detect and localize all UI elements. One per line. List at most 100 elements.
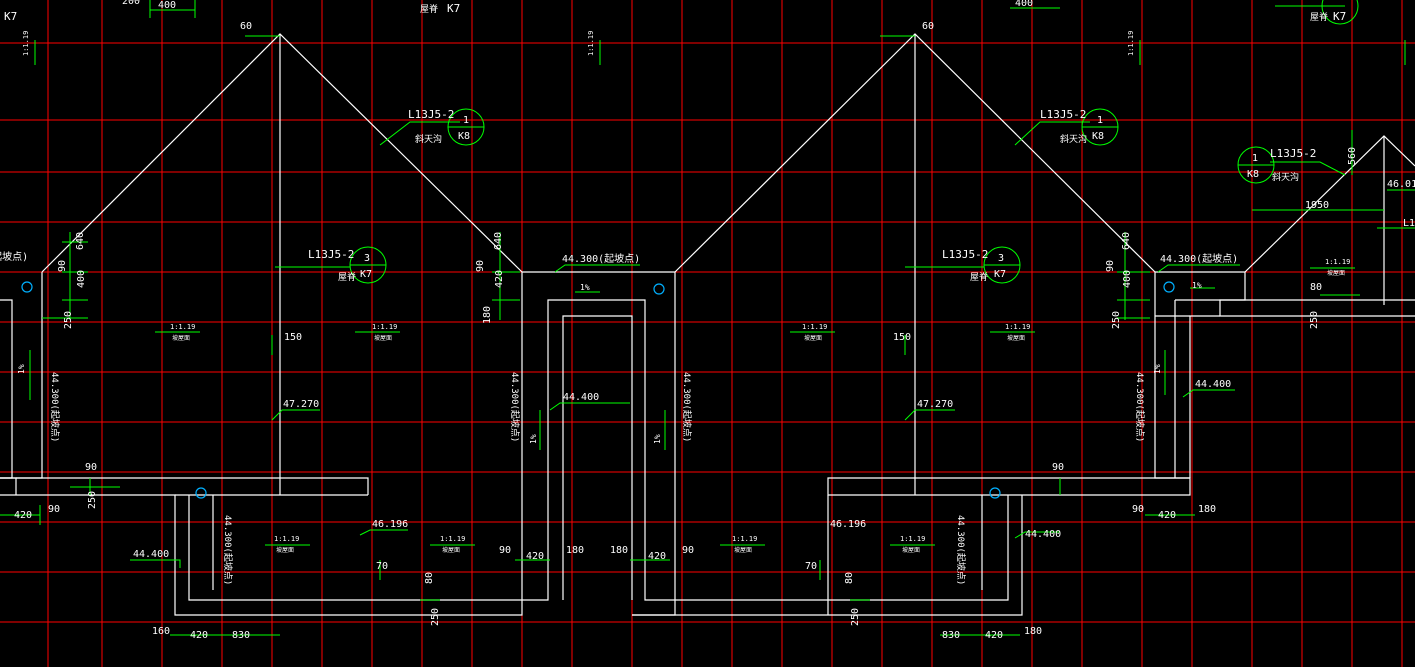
dim-90-3: 90 xyxy=(1105,260,1116,272)
dim-420-b6: 420 xyxy=(1158,510,1176,521)
dim-420-b2: 420 xyxy=(526,551,544,562)
callout-code-4: L13J5-2 xyxy=(308,248,354,261)
callout-k8-1: K8 xyxy=(458,131,470,142)
dim-90-b5: 90 xyxy=(1052,462,1064,473)
dim-640-3: 640 xyxy=(1121,232,1132,250)
text-labels: 400 400 200 屋脊 K7 屋脊 K7 K7 60 60 1:1.19 … xyxy=(0,0,1415,641)
dim-top-200: 200 xyxy=(122,0,140,7)
dim-90-2: 90 xyxy=(475,260,486,272)
pct-5: 1% xyxy=(653,434,662,444)
callout-code-1: L13J5-2 xyxy=(408,108,454,121)
dim-180-b4: 180 xyxy=(1198,504,1216,515)
dim-180-b3: 180 xyxy=(1024,626,1042,637)
dim-top-400-2: 400 xyxy=(1015,0,1033,9)
elev-44400-2: 44.400 xyxy=(1195,379,1231,390)
callout-ridge-4: 屋脊 xyxy=(338,271,356,283)
elev-v-1: 44.300(起坡点) xyxy=(49,372,61,442)
label-k7-top-2: K7 xyxy=(1333,10,1346,23)
face-7: 坡屋面 xyxy=(734,546,752,554)
face-4: 坡屋面 xyxy=(1007,334,1025,342)
dim-250-b1: 250 xyxy=(87,491,98,509)
dim-400-3: 400 xyxy=(1122,270,1133,288)
elev-v-6: 44.300(起坡点) xyxy=(955,515,967,585)
dim-150-2: 150 xyxy=(893,332,911,343)
dim-420-b3: 420 xyxy=(648,551,666,562)
elev-44300-2: 44.300(起坡点) xyxy=(1160,252,1238,265)
face-9: 坡屋面 xyxy=(1327,269,1345,277)
callout-gutter-3: 斜天沟 xyxy=(1272,171,1299,183)
callout-k7-4: K7 xyxy=(360,269,372,280)
callout-gutter-2: 斜天沟 xyxy=(1060,133,1087,145)
elev-44300-1: 44.300(起坡点) xyxy=(562,252,640,265)
face-6: 坡屋面 xyxy=(442,546,460,554)
dim-640-2: 640 xyxy=(493,232,504,250)
label-ridge-top-2: 屋脊 xyxy=(1310,11,1328,23)
dim-420-b5: 420 xyxy=(985,630,1003,641)
dim-top-400-1: 400 xyxy=(158,0,176,11)
elev-44300-left: 44.300(起坡点) xyxy=(0,250,28,263)
face-5: 坡屋面 xyxy=(276,546,294,554)
dim-640-1: 640 xyxy=(75,232,86,250)
callout-k7-5: K7 xyxy=(994,269,1006,280)
slope-top-3: 1:1.19 xyxy=(1127,31,1135,56)
dim-90-b2: 90 xyxy=(85,462,97,473)
dim-80-1: 80 xyxy=(424,572,435,584)
dim-160: 160 xyxy=(152,626,170,637)
callout-k8-2: K8 xyxy=(1092,131,1104,142)
pct-4: 1% xyxy=(529,434,538,444)
callout-code-3: L13J5-2 xyxy=(1270,147,1316,160)
elev-46196-1: 46.196 xyxy=(372,519,408,530)
slope-5: 1:1.19 xyxy=(274,535,299,543)
dim-180-b1: 180 xyxy=(566,545,584,556)
column-markers xyxy=(21,281,1175,499)
dim-80-2: 80 xyxy=(844,572,855,584)
elev-47270-1: 47.270 xyxy=(283,399,319,410)
dim-420-b4: 420 xyxy=(190,630,208,641)
elev-46010: 46.01 xyxy=(1387,179,1415,190)
elev-46196-2: 46.196 xyxy=(830,519,866,530)
face-2: 坡屋面 xyxy=(374,334,392,342)
slope-8: 1:1.19 xyxy=(900,535,925,543)
pct-1: 1% xyxy=(580,283,590,292)
dim-180-v: 180 xyxy=(482,306,493,324)
face-8: 坡屋面 xyxy=(902,546,920,554)
slope-2: 1:1.19 xyxy=(372,323,397,331)
dim-1950: 1950 xyxy=(1305,200,1329,211)
dim-180-b2: 180 xyxy=(610,545,628,556)
dim-60-1: 60 xyxy=(240,21,252,32)
dim-250-4: 250 xyxy=(1309,311,1320,329)
dim-830-1: 830 xyxy=(232,630,250,641)
elev-v-5: 44.300(起坡点) xyxy=(222,515,234,585)
elev-44400-1: 44.400 xyxy=(563,392,599,403)
callout-gutter-1: 斜天沟 xyxy=(415,133,442,145)
dim-560: 560 xyxy=(1347,147,1358,165)
elev-44400-4: 44.400 xyxy=(1025,529,1061,540)
slope-9: 1:1.19 xyxy=(1325,258,1350,266)
callout-num-4: 3 xyxy=(364,253,370,264)
dim-90-b4: 90 xyxy=(682,545,694,556)
callout-k8-3: K8 xyxy=(1247,169,1259,180)
elev-v-4: 44.300(起坡点) xyxy=(1134,372,1146,442)
slope-3: 1:1.19 xyxy=(802,323,827,331)
dim-420-v: 420 xyxy=(494,270,505,288)
face-1: 坡屋面 xyxy=(172,334,190,342)
pct-6: 1% xyxy=(1153,364,1162,374)
slope-top-2: 1:1.19 xyxy=(587,31,595,56)
dim-90-b3: 90 xyxy=(499,545,511,556)
dim-80-r: 80 xyxy=(1310,282,1322,293)
callout-code-5: L13J5-2 xyxy=(942,248,988,261)
dim-250-b3: 250 xyxy=(850,608,861,626)
label-k7-top: K7 xyxy=(447,2,460,15)
dim-250-3: 250 xyxy=(1111,311,1122,329)
slope-1: 1:1.19 xyxy=(170,323,195,331)
pct-3: 1% xyxy=(17,364,26,374)
dim-70-1: 70 xyxy=(376,561,388,572)
pct-2: 1% xyxy=(1192,281,1202,290)
elev-44400-3: 44.400 xyxy=(133,549,169,560)
dim-70-2: 70 xyxy=(805,561,817,572)
elev-v-3: 44.300(起坡点) xyxy=(681,372,693,442)
dim-420-b1: 420 xyxy=(14,510,32,521)
dim-90-1: 90 xyxy=(57,260,68,272)
